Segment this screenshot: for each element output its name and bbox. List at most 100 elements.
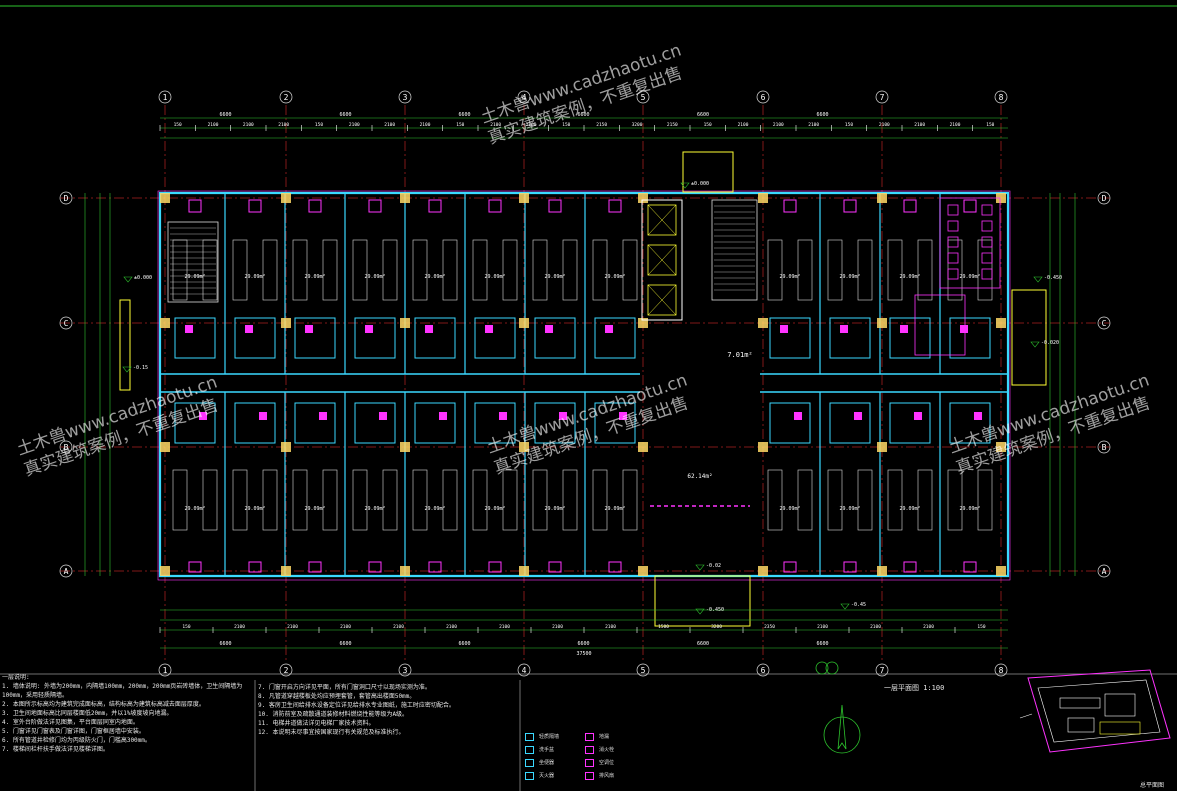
bed bbox=[292, 469, 308, 531]
bay-dim-text: 6600 bbox=[339, 112, 351, 118]
axis-label: 8 bbox=[999, 666, 1004, 675]
toilet-fixture bbox=[425, 325, 433, 333]
axis-bubble bbox=[398, 90, 412, 104]
axis-label: 7 bbox=[880, 93, 885, 102]
legend-item: 空调位 bbox=[599, 760, 615, 766]
dim-text: 2100 bbox=[738, 122, 749, 128]
total-dim-text: 37500 bbox=[576, 651, 591, 657]
elevator-shaft bbox=[641, 199, 683, 321]
axis-label: A bbox=[1102, 567, 1107, 576]
legend-item: 灭火器 bbox=[539, 773, 555, 779]
axis-label: B bbox=[1102, 443, 1107, 452]
axis-bubble bbox=[398, 663, 412, 677]
bathroom bbox=[534, 402, 576, 444]
level-marker-icon bbox=[123, 276, 133, 283]
toilet-fixture bbox=[981, 220, 993, 232]
structural-column bbox=[281, 566, 291, 576]
axis-label: 4 bbox=[522, 666, 527, 675]
ac-icon bbox=[585, 759, 594, 767]
dim-text: 2100 bbox=[349, 122, 360, 128]
dim-text: 150 bbox=[562, 122, 570, 128]
level-marker-icon bbox=[680, 182, 690, 189]
bed bbox=[767, 469, 783, 531]
structural-column bbox=[400, 318, 410, 328]
room-area-label: 29.09m² bbox=[304, 506, 325, 512]
structural-column bbox=[519, 442, 529, 452]
bed bbox=[887, 239, 903, 301]
level-marker-icon bbox=[695, 608, 705, 615]
bed bbox=[442, 469, 458, 531]
dim-text: 150 bbox=[174, 122, 182, 128]
dim-text: 2100 bbox=[234, 624, 245, 630]
toilet-fixture bbox=[499, 412, 507, 420]
axis-label: A bbox=[64, 567, 69, 576]
toilet-fixture bbox=[794, 412, 802, 420]
toilet-fixture bbox=[914, 412, 922, 420]
bed bbox=[532, 469, 548, 531]
ac-unit bbox=[843, 561, 857, 573]
ac-unit bbox=[248, 561, 262, 573]
note-line: 1. 墙体说明: 外墙为200mm，内隔墙100mm，200mm，200mm页岩… bbox=[2, 683, 243, 699]
toilet-fixture bbox=[319, 412, 327, 420]
toilet-fixture bbox=[947, 268, 959, 280]
level-text: -0.45 bbox=[851, 602, 866, 608]
notes-left: 一层说明: 1. 墙体说明: 外墙为200mm，内隔墙100mm，200mm，20… bbox=[2, 673, 252, 754]
bathroom bbox=[234, 317, 276, 359]
bed bbox=[352, 239, 368, 301]
elevator-car bbox=[647, 244, 677, 276]
note-line: 6. 所有管道井检修门均为丙级防火门，门槛高300mm。 bbox=[2, 737, 151, 744]
dim-text: 2100 bbox=[923, 624, 934, 630]
axis-bubble bbox=[994, 90, 1008, 104]
structural-column bbox=[877, 566, 887, 576]
room-area-label: 29.09m² bbox=[364, 274, 385, 280]
note-line: 7. 门窗开启方向详见平面，所有门窗洞口尺寸以现场实测为准。 bbox=[258, 684, 431, 691]
bay-dim-text: 6600 bbox=[219, 641, 231, 647]
main-entrance-steps bbox=[654, 575, 751, 627]
dim-text: 2100 bbox=[340, 624, 351, 630]
note-line: 一层说明: bbox=[2, 674, 30, 681]
dim-text: 2100 bbox=[914, 122, 925, 128]
extinguisher-icon bbox=[525, 772, 534, 780]
axis-label: 3 bbox=[403, 93, 408, 102]
axis-bubble bbox=[517, 90, 531, 104]
toilet-fixture bbox=[840, 325, 848, 333]
bed bbox=[382, 239, 398, 301]
structural-column bbox=[281, 193, 291, 203]
toilet-fixture bbox=[974, 412, 982, 420]
structural-column bbox=[281, 442, 291, 452]
axis-bubble bbox=[636, 90, 650, 104]
structural-column bbox=[877, 318, 887, 328]
room-area-label: 29.09m² bbox=[899, 274, 920, 280]
toilet-icon bbox=[525, 759, 534, 767]
toilet-fixture bbox=[545, 325, 553, 333]
building-plan-layer bbox=[119, 151, 1047, 627]
bed bbox=[352, 469, 368, 531]
level-text: ±0.000 bbox=[134, 275, 152, 281]
bathroom bbox=[829, 317, 871, 359]
dim-text: 2100 bbox=[287, 624, 298, 630]
structural-column bbox=[638, 193, 648, 203]
bed bbox=[382, 469, 398, 531]
legend-item: 轻质隔墙 bbox=[539, 734, 560, 740]
dim-text: 2100 bbox=[870, 624, 881, 630]
structural-column bbox=[638, 318, 648, 328]
bathroom bbox=[949, 402, 991, 444]
note-line: 7. 楼梯间栏杆扶手做法详见楼梯详图。 bbox=[2, 746, 109, 753]
structural-column bbox=[638, 566, 648, 576]
legend-item: 排风扇 bbox=[599, 773, 615, 779]
structural-column bbox=[281, 318, 291, 328]
bed bbox=[592, 469, 608, 531]
level-text: -0.450 bbox=[706, 607, 724, 613]
axis-bubble bbox=[756, 663, 770, 677]
ac-unit bbox=[903, 561, 917, 573]
north-arrow-icon bbox=[823, 704, 861, 754]
ac-unit bbox=[488, 199, 502, 213]
bay-dim-text: 6600 bbox=[458, 641, 470, 647]
bed bbox=[232, 469, 248, 531]
axis-bubble bbox=[636, 663, 650, 677]
note-line: 5. 门窗详见门窗表及门窗详图，门窗框居墙中安装。 bbox=[2, 728, 145, 735]
toilet-fixture bbox=[559, 412, 567, 420]
room-area-label: 29.09m² bbox=[544, 506, 565, 512]
room-area-label: 29.09m² bbox=[304, 274, 325, 280]
axis-label: D bbox=[1102, 194, 1107, 203]
